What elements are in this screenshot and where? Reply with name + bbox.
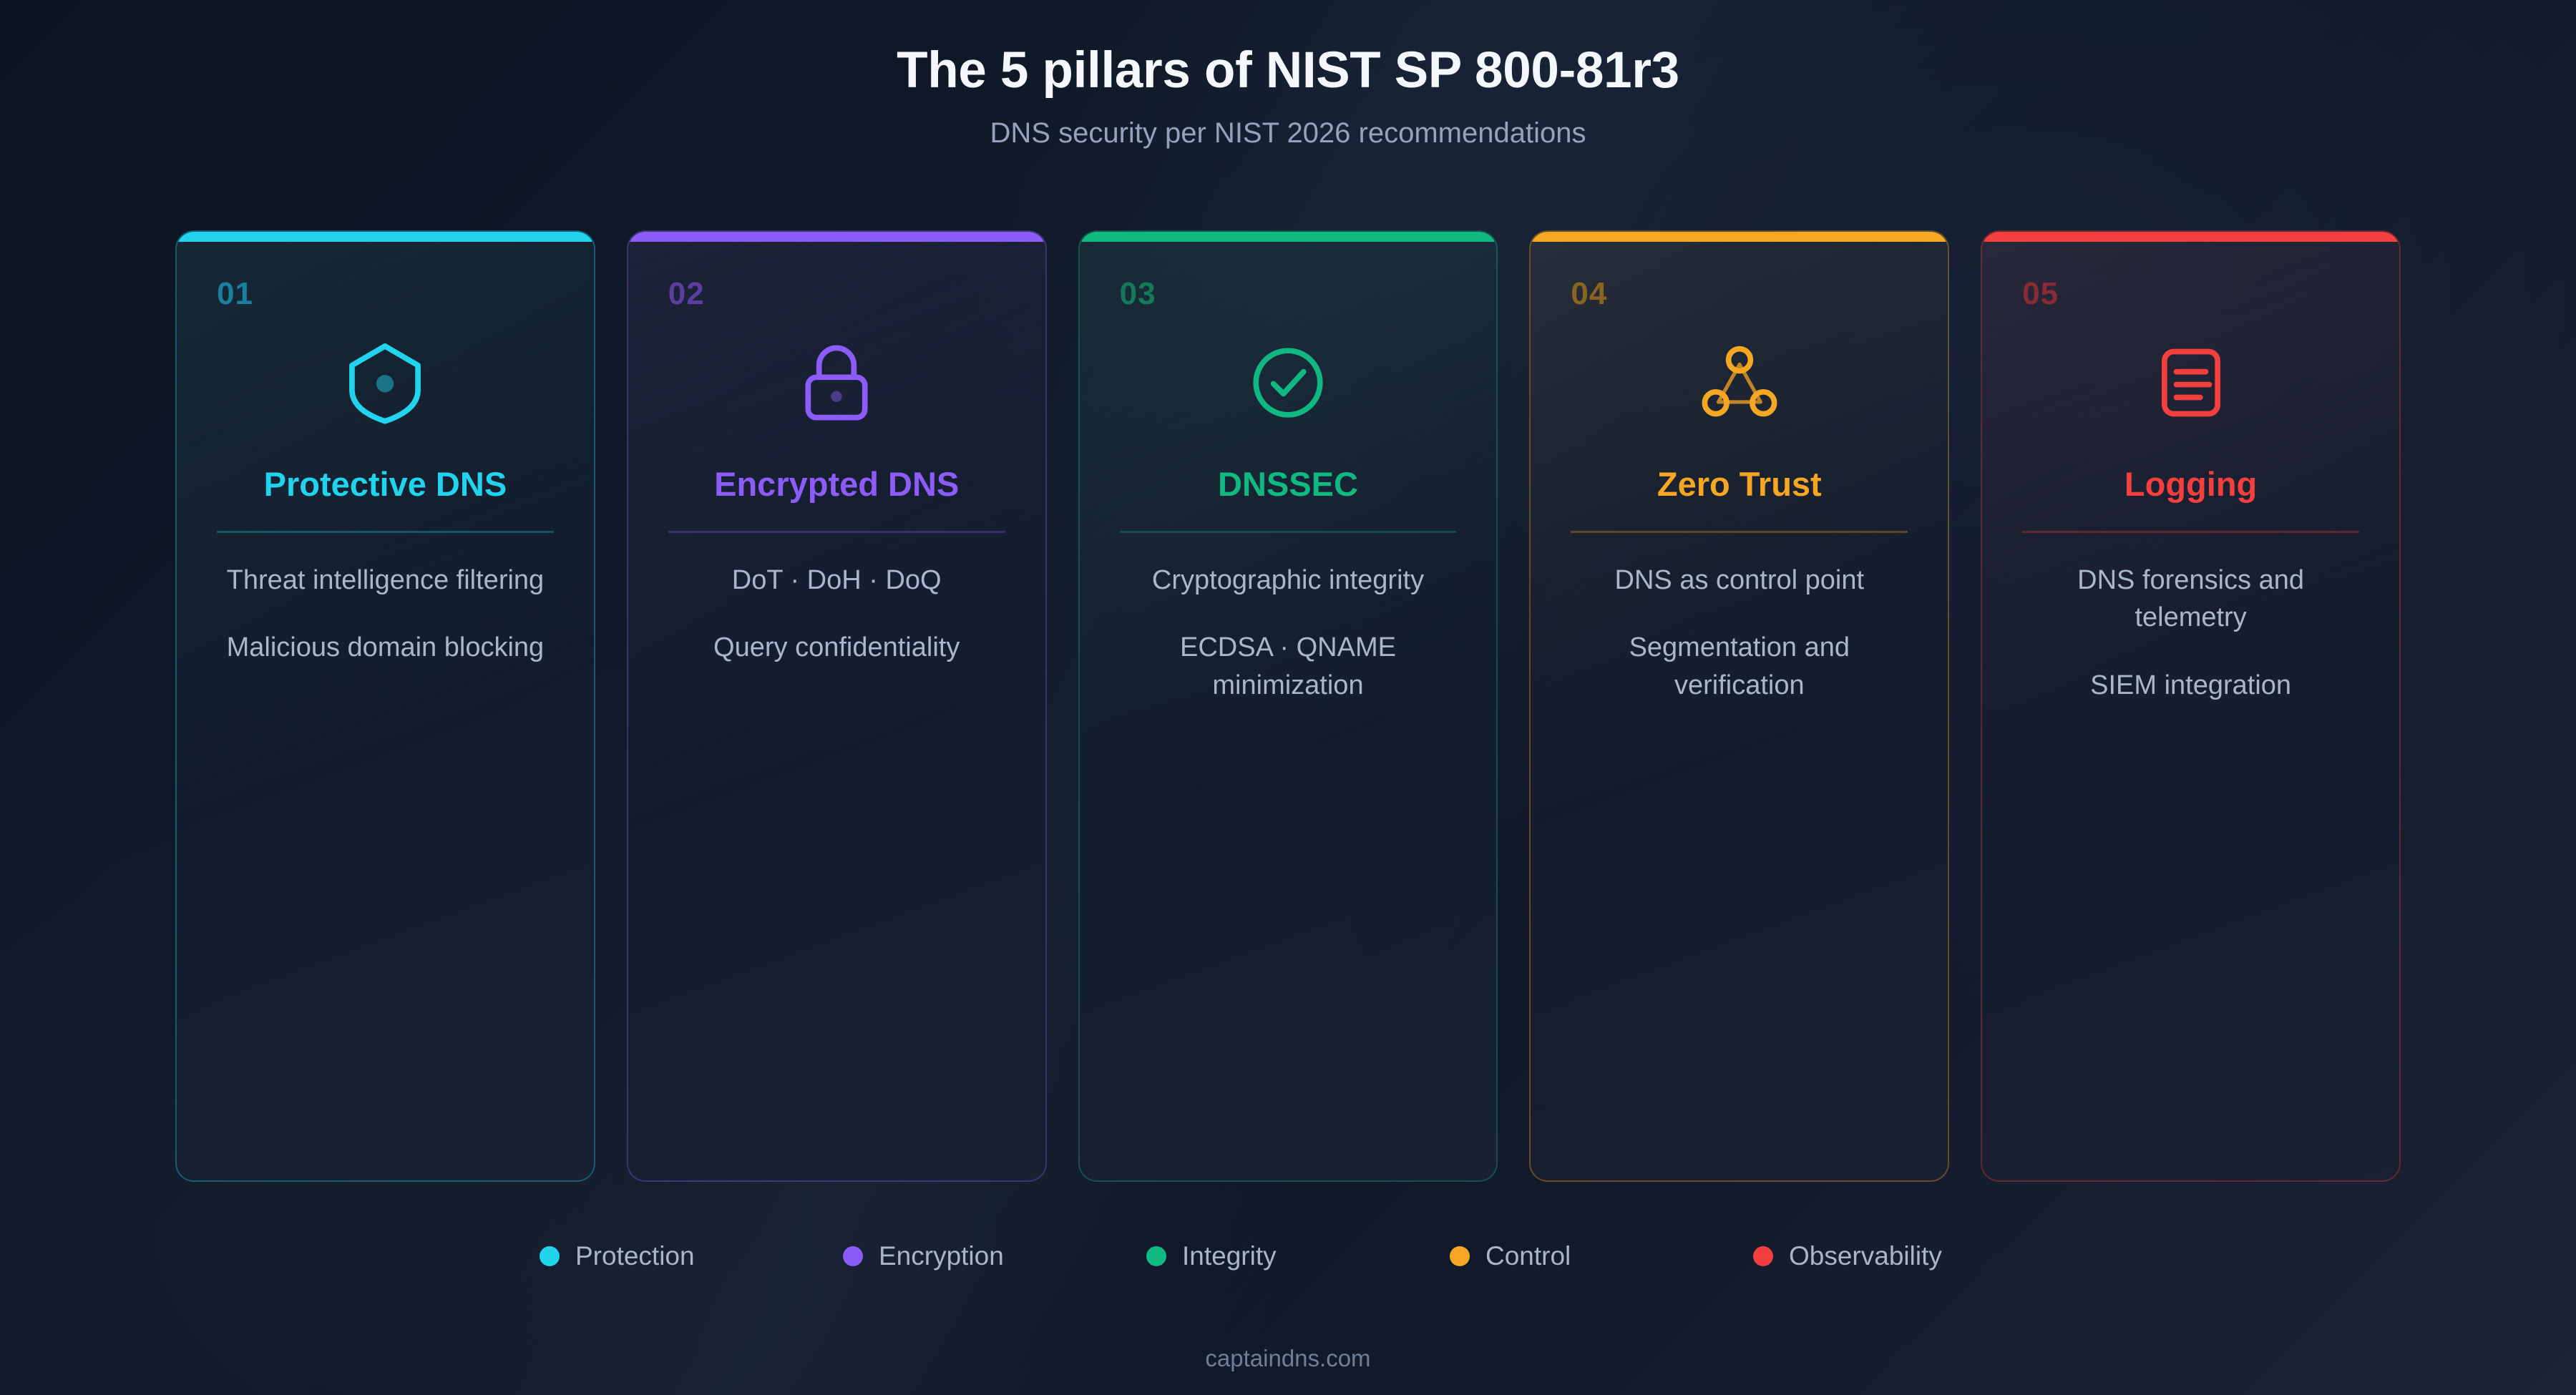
card-bullet: Cryptographic integrity bbox=[1151, 565, 1425, 596]
lock-icon bbox=[783, 329, 890, 436]
card-accent-bar bbox=[1079, 232, 1497, 242]
legend-label: Protection bbox=[575, 1241, 695, 1271]
check-circle-icon bbox=[1234, 329, 1342, 436]
legend-label: Observability bbox=[1789, 1241, 1942, 1271]
network-nodes-icon bbox=[1686, 329, 1793, 436]
card-bullet: Malicious domain blocking bbox=[226, 632, 545, 663]
legend-dot-icon bbox=[540, 1246, 560, 1266]
header: The 5 pillars of NIST SP 800-81r3 DNS se… bbox=[0, 42, 2576, 150]
card-bullet: Query confidentiality bbox=[713, 632, 960, 663]
card-title: Protective DNS bbox=[263, 465, 507, 503]
card-divider bbox=[217, 531, 554, 534]
card-bullet: Threat intelligence filtering bbox=[226, 565, 545, 596]
card-number: 01 bbox=[217, 276, 253, 311]
card-accent-bar bbox=[1531, 232, 1948, 242]
legend-dot-icon bbox=[1753, 1246, 1773, 1266]
card-accent-bar bbox=[1982, 232, 2399, 242]
card-bullet-list: DoT · DoH · DoQ Query confidentiality bbox=[668, 562, 1005, 667]
card-number: 03 bbox=[1119, 276, 1156, 311]
card-number: 05 bbox=[2022, 276, 2059, 311]
card-title: Logging bbox=[2124, 465, 2258, 503]
legend-dot-icon bbox=[843, 1246, 863, 1266]
log-lines-icon bbox=[2137, 329, 2245, 436]
card-bullet: DNS forensics and telemetry bbox=[2077, 565, 2304, 633]
legend-label: Control bbox=[1485, 1241, 1571, 1271]
card-accent-bar bbox=[628, 232, 1045, 242]
legend-item-control[interactable]: Control bbox=[1440, 1241, 1743, 1271]
legend-item-observability[interactable]: Observability bbox=[1743, 1241, 2046, 1271]
legend-dot-icon bbox=[1146, 1246, 1166, 1266]
page-subtitle: DNS security per NIST 2026 recommendatio… bbox=[990, 117, 1586, 150]
card-divider bbox=[2022, 531, 2359, 534]
legend-item-integrity[interactable]: Integrity bbox=[1136, 1241, 1440, 1271]
card-bullet: ECDSA · QNAME minimization bbox=[1180, 632, 1396, 700]
legend-label: Encryption bbox=[879, 1241, 1004, 1271]
card-title: Zero Trust bbox=[1657, 465, 1822, 503]
legend-item-protection[interactable]: Protection bbox=[530, 1241, 833, 1271]
card-title: DNSSEC bbox=[1218, 465, 1358, 503]
card-accent-bar bbox=[177, 232, 594, 242]
shield-icon bbox=[331, 329, 439, 436]
card-bullet: Segmentation and verification bbox=[1629, 632, 1850, 700]
card-bullet: SIEM integration bbox=[2090, 670, 2292, 700]
legend-label: Integrity bbox=[1182, 1241, 1277, 1271]
card-divider bbox=[668, 531, 1005, 534]
footer-attribution: captaindns.com bbox=[1205, 1345, 1371, 1371]
card-bullet: DoT · DoH · DoQ bbox=[731, 565, 942, 596]
legend: Protection Encryption Integrity Control Obse… bbox=[0, 1241, 2576, 1271]
page-title: The 5 pillars of NIST SP 800-81r3 bbox=[897, 42, 1679, 99]
card-number: 02 bbox=[668, 276, 705, 311]
card-divider bbox=[1119, 531, 1457, 534]
card-bullet: DNS as control point bbox=[1614, 565, 1865, 596]
card-number: 04 bbox=[1571, 276, 1608, 311]
legend-dot-icon bbox=[1450, 1246, 1470, 1266]
legend-item-encryption[interactable]: Encryption bbox=[833, 1241, 1136, 1271]
card-divider bbox=[1571, 531, 1908, 534]
card-title: Encrypted DNS bbox=[714, 465, 960, 503]
